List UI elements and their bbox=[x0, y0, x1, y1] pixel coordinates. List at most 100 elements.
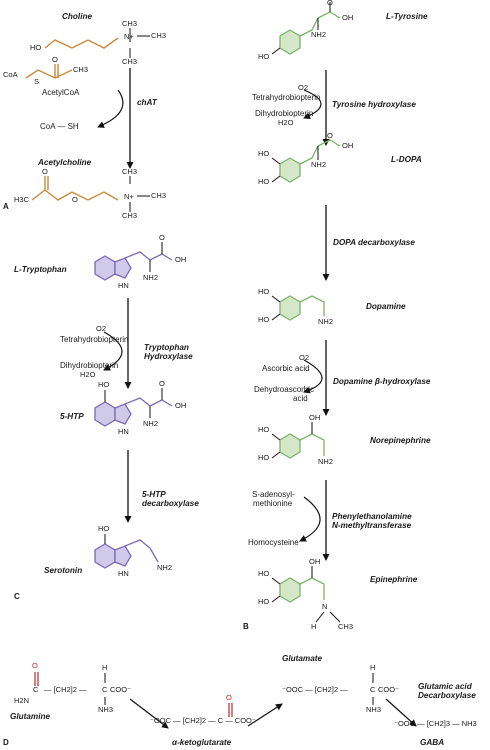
glutamate-formula-left: ⁻OOC — [CH2]2 — bbox=[282, 685, 348, 694]
norepinephrine-oh: OH bbox=[309, 413, 321, 422]
serotonin-label: Serotonin bbox=[44, 566, 83, 575]
pnmt-label-2: N-methyltransferase bbox=[332, 521, 412, 530]
panel-d-structures bbox=[34, 672, 417, 729]
tyrosine-oh: OH bbox=[342, 13, 354, 22]
panel-d-letter: D bbox=[3, 738, 9, 747]
norepinephrine-nh2: NH2 bbox=[318, 457, 334, 466]
choline-ch3-bottom: CH3 bbox=[122, 57, 138, 66]
pnmt-homocysteine: Homocysteine bbox=[248, 538, 299, 547]
panel-a-letter: A bbox=[3, 202, 9, 211]
pnmt-label-1: Phenylethanolamine bbox=[332, 512, 412, 521]
tryptophan-oh: OH bbox=[175, 255, 187, 264]
tyr-hydroxylase-h2o: H2O bbox=[278, 118, 294, 127]
gad-label-1: Glutamic acid bbox=[418, 682, 472, 691]
panel-c-structures bbox=[94, 242, 173, 569]
dbh-dehydroascorbic-1: Dehydroascorbic bbox=[254, 385, 315, 394]
tyrosine-nh2: NH2 bbox=[311, 30, 327, 39]
chat-enzyme-label: chAT bbox=[137, 98, 157, 107]
glutamine-h2n: H2N bbox=[14, 696, 30, 705]
acetylcoa-chain bbox=[25, 69, 73, 79]
glutamate-coo: COO⁻ bbox=[378, 685, 400, 694]
dopamine-ring bbox=[279, 295, 301, 321]
gad-label-2: Decarboxylase bbox=[418, 691, 476, 700]
ldopa-ho-bottom: HO bbox=[258, 177, 270, 186]
glutamate-h: H bbox=[370, 663, 376, 672]
akg-o: O bbox=[226, 693, 232, 702]
epinephrine-ch3: CH3 bbox=[338, 622, 354, 631]
dopamine-ho-bottom: HO bbox=[258, 315, 270, 324]
acetylcholine-ch3-bottom: CH3 bbox=[122, 211, 138, 220]
ldopa-oh: OH bbox=[342, 141, 354, 150]
akg-to-glutamate-arrow bbox=[247, 703, 283, 727]
coa-sh-label: CoA — SH bbox=[40, 122, 79, 131]
panel-a-structures bbox=[25, 28, 150, 212]
ldopa-label: L-DOPA bbox=[391, 155, 422, 164]
glutamine-c-alpha: C bbox=[102, 685, 108, 694]
epinephrine-ho-top: HO bbox=[258, 569, 270, 578]
dopamine-label: Dopamine bbox=[366, 302, 406, 311]
glutamate-nh3: NH3 bbox=[366, 705, 382, 714]
htp-label: 5-HTP bbox=[60, 412, 84, 421]
choline-n-plus: N+ bbox=[124, 32, 134, 41]
acetylcholine-n-plus: N+ bbox=[124, 192, 134, 201]
dopamine-ho-top: HO bbox=[258, 287, 270, 296]
trp-hydroxylase-label-1: Tryptophan bbox=[144, 343, 189, 352]
panel-b-structures bbox=[271, 2, 341, 623]
tyr-hydroxylase-o2: O2 bbox=[298, 83, 309, 92]
acetylcholine-ch3-right: CH3 bbox=[151, 191, 167, 200]
pnmt-sam-1: S-adenosyl- bbox=[252, 490, 295, 499]
ldopa-ring bbox=[279, 157, 301, 183]
akg-label: α-ketoglutarate bbox=[172, 738, 232, 747]
acetylcholine-o-carbonyl: O bbox=[42, 167, 48, 176]
gaba-formula: ⁻OOC — [CH2]3 — NH3 bbox=[394, 719, 477, 728]
glutamine-c-amide: C bbox=[33, 685, 39, 694]
acetylcholine-h3c: H3C bbox=[14, 195, 30, 204]
htp-decarboxylase-label-1: 5-HTP bbox=[142, 490, 166, 499]
epinephrine-label: Epinephrine bbox=[370, 575, 418, 584]
gaba-label: GABA bbox=[420, 738, 445, 747]
trp-hydroxylase-dihydrobiopterin: Dihydrobiopterin bbox=[60, 361, 119, 370]
trp-hydroxylase-label-2: Hydroxylase bbox=[144, 352, 193, 361]
serotonin-ho: HO bbox=[98, 524, 110, 533]
norepinephrine-ho-top: HO bbox=[258, 425, 270, 434]
acetylcoa-label: AcetylCoA bbox=[42, 88, 80, 97]
epinephrine-h: H bbox=[311, 622, 317, 631]
htp-o: O bbox=[159, 379, 165, 388]
dopa-decarboxylase-label: DOPA decarboxylase bbox=[333, 238, 415, 247]
glutamine-coo: COO⁻ bbox=[110, 685, 132, 694]
tyr-hydroxylase-dihydrobiopterin: Dihydrobiopterin bbox=[255, 109, 314, 118]
ldopa-o: O bbox=[327, 131, 333, 140]
glutamine-to-akg-arrow bbox=[129, 698, 169, 729]
dbh-label: Dopamine β-hydroxylase bbox=[333, 377, 431, 386]
serotonin-hn: HN bbox=[118, 569, 129, 578]
pnmt-sam-2: methionine bbox=[253, 499, 293, 508]
dbh-o2: O2 bbox=[299, 353, 310, 362]
glutamine-o: O bbox=[32, 661, 38, 670]
acetylcoa-ch3: CH3 bbox=[73, 65, 89, 74]
acetylcoa-coa: CoA bbox=[3, 70, 18, 79]
glutamine-label: Glutamine bbox=[10, 712, 51, 721]
htp-hn: HN bbox=[118, 427, 129, 436]
tyr-hydroxylase-tetrahydrobiopterin: Tetrahydrobiopterin bbox=[252, 93, 321, 102]
panel-c-letter: C bbox=[14, 592, 20, 601]
serotonin-indole bbox=[94, 543, 116, 569]
choline-ho: HO bbox=[30, 43, 42, 52]
acetylcholine-o-ester: O bbox=[72, 195, 78, 204]
choline-label: Choline bbox=[62, 12, 93, 21]
glutamine-h: H bbox=[102, 663, 108, 672]
dopamine-nh2: NH2 bbox=[318, 317, 334, 326]
tyrosine-ho: HO bbox=[258, 52, 270, 61]
dbh-ascorbic-acid: Ascorbic acid bbox=[262, 364, 310, 373]
ldopa-nh2: NH2 bbox=[311, 160, 327, 169]
norepinephrine-ring bbox=[279, 433, 301, 459]
glutamate-label: Glutamate bbox=[282, 654, 323, 663]
choline-ch3-top: CH3 bbox=[122, 19, 138, 28]
norepinephrine-label: Norepinephrine bbox=[370, 436, 431, 445]
tyrosine-label: L-Tyrosine bbox=[386, 12, 428, 21]
htp-decarboxylase-label-2: decarboxylase bbox=[142, 499, 199, 508]
glutamine-chain: — [CH2]2 — bbox=[44, 685, 87, 694]
glutamate-c-alpha: C bbox=[370, 685, 376, 694]
panel-b-letter: B bbox=[243, 622, 249, 631]
